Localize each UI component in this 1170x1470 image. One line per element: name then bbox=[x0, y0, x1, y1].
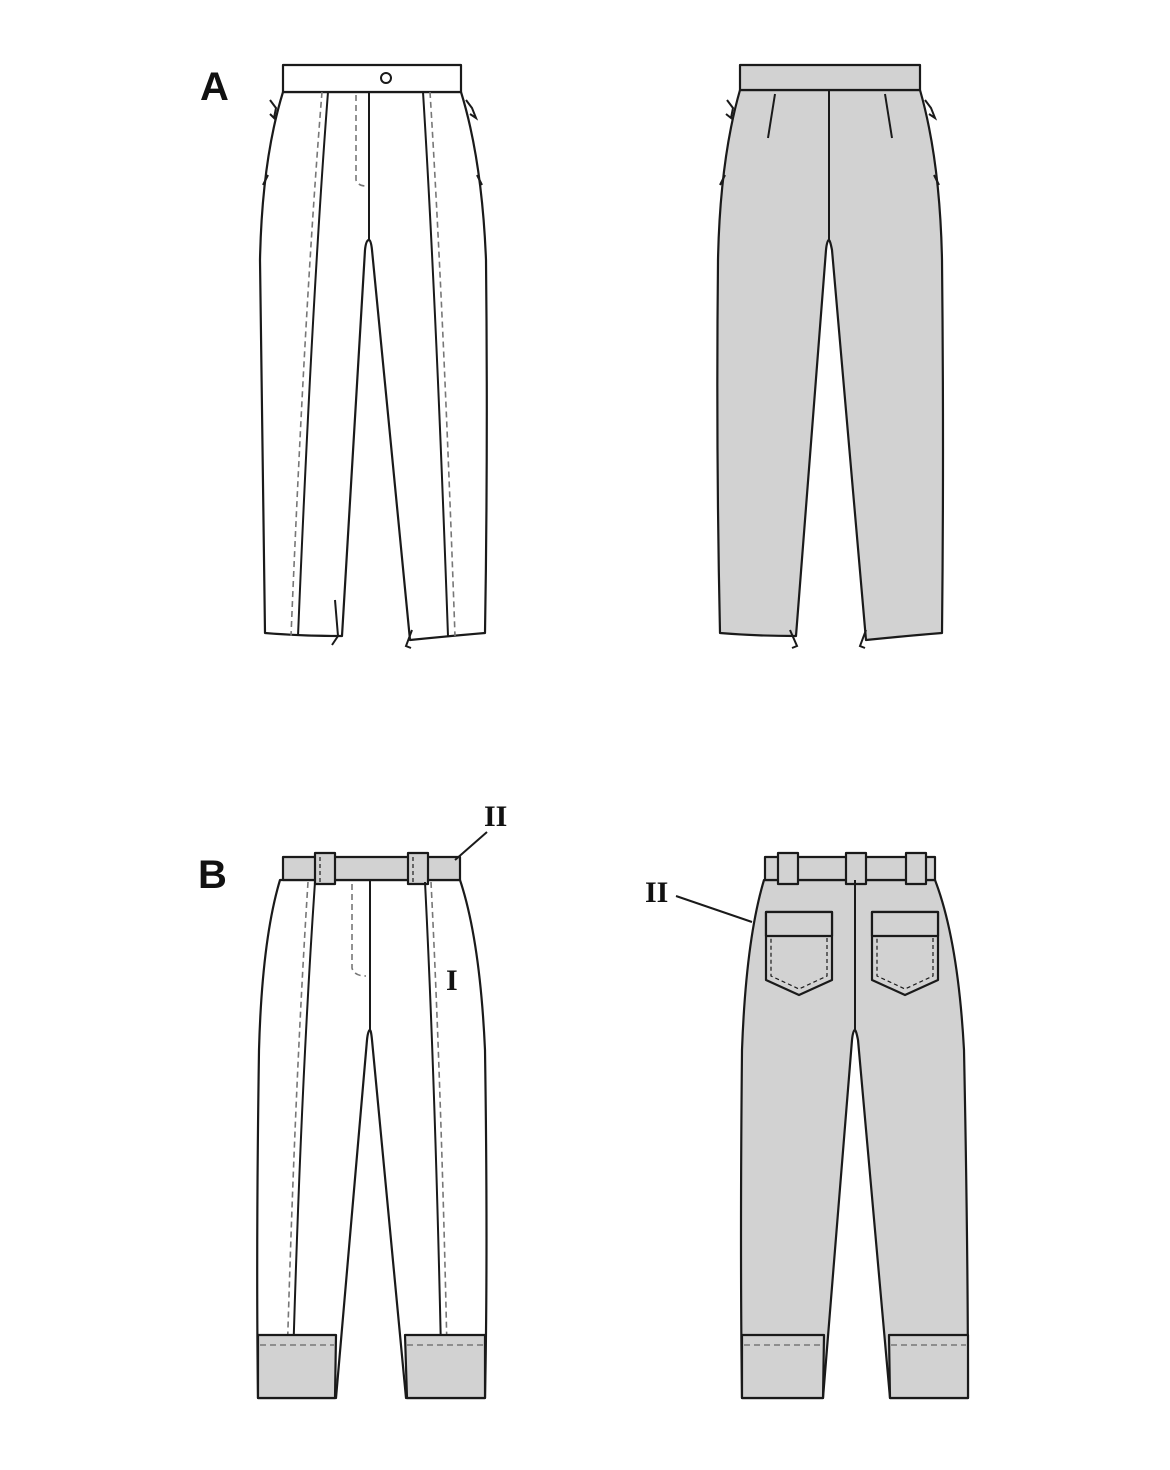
view-a-back bbox=[716, 63, 945, 649]
callout-leg: I bbox=[446, 964, 458, 997]
view-label-a: A bbox=[200, 65, 229, 109]
view-b-back bbox=[739, 851, 970, 1400]
callout-back-side-leader bbox=[675, 895, 753, 923]
view-b-front bbox=[256, 851, 488, 1400]
view-a-front bbox=[258, 63, 488, 649]
callout-waistband-leader bbox=[454, 831, 488, 861]
callout-back-side: II bbox=[645, 876, 668, 909]
view-label-b: B bbox=[198, 853, 227, 897]
callout-waistband: II bbox=[484, 800, 507, 833]
